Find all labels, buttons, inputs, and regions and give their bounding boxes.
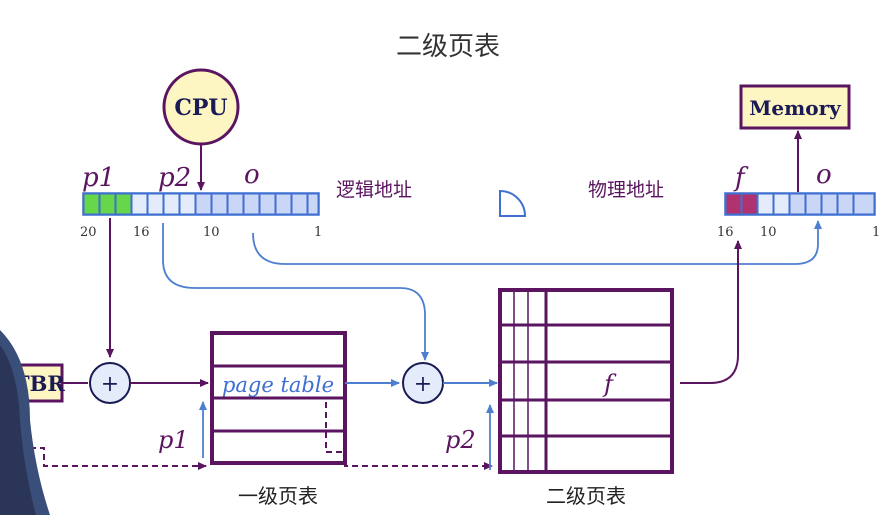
memory-label: Memory: [749, 96, 842, 120]
offset-cell: [853, 193, 875, 215]
frame-cell: [773, 193, 790, 215]
offset-cell: [227, 193, 244, 215]
frame-field-label: f: [733, 163, 749, 193]
physical-address-register: [724, 192, 876, 216]
page-table-text: page table: [222, 373, 334, 397]
cpu-label: CPU: [174, 95, 227, 121]
offset-cell: [195, 193, 212, 215]
second-level-label: 二级页表: [546, 484, 626, 508]
p2-cell: [179, 193, 196, 215]
phys-bit-tick-16: 16: [717, 225, 734, 240]
quarter-circle-shape: [499, 189, 527, 217]
second-level-page-table: [498, 288, 674, 474]
offset-cell: [211, 193, 228, 215]
p1-field-label: p1: [82, 163, 115, 193]
p1-cell: [83, 193, 100, 215]
frame-cell: [757, 193, 774, 215]
p2-to-adder-route: [162, 223, 429, 361]
frame-to-physical-route: [680, 240, 742, 384]
p1-cell: [115, 193, 132, 215]
frame-cell: [725, 193, 742, 215]
offset-cell: [821, 193, 838, 215]
p2-offset-label: p2: [445, 426, 476, 454]
p2-field-label: p2: [158, 163, 191, 193]
offset-cell: [275, 193, 292, 215]
bit-tick-10: 10: [203, 225, 220, 240]
offset-cell: [805, 193, 822, 215]
phys-bit-tick-1: 1: [872, 225, 880, 240]
p1-cell: [99, 193, 116, 215]
frame-cell: [741, 193, 758, 215]
offset-cell: [259, 193, 276, 215]
dashed-link-right: [325, 402, 493, 470]
bit-tick-20: 20: [80, 225, 97, 240]
offset-cell: [307, 193, 319, 215]
first-level-page-table: [210, 331, 347, 465]
offset-cell: [291, 193, 308, 215]
diagram-title: 二级页表: [396, 32, 500, 62]
adder-2-symbol: +: [414, 372, 432, 397]
p2-cell: [147, 193, 164, 215]
presenter-overlay: [0, 330, 50, 515]
p1-offset-label: p1: [158, 426, 189, 454]
first-level-label: 一级页表: [238, 484, 318, 508]
physical-address-label: 物理地址: [588, 179, 664, 201]
dashed-link-left: [30, 447, 207, 470]
logical-address-label: 逻辑地址: [336, 179, 412, 201]
physical-offset-field-label: o: [816, 160, 832, 190]
bit-tick-16: 16: [133, 225, 150, 240]
offset-cell: [243, 193, 260, 215]
logical-address-register: [82, 192, 320, 216]
p2-cell: [131, 193, 148, 215]
offset-cell: [837, 193, 854, 215]
offset-field-label: o: [244, 160, 260, 190]
bit-tick-1: 1: [314, 225, 322, 240]
offset-route: [252, 220, 822, 265]
offset-cell: [789, 193, 806, 215]
p2-cell: [163, 193, 180, 215]
adder-1-symbol: +: [101, 372, 119, 397]
phys-bit-tick-10: 10: [760, 225, 777, 240]
memory-node: [739, 84, 851, 130]
